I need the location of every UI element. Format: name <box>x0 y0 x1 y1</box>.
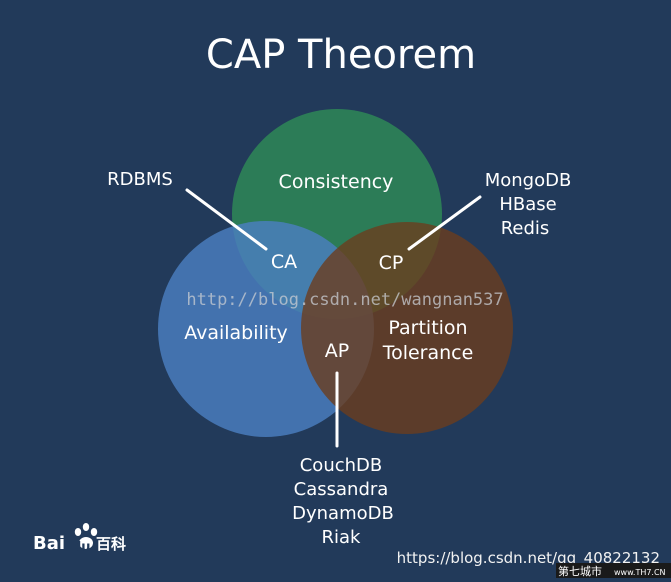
partition-label-line2: Tolerance <box>382 342 474 364</box>
cp-database: Redis <box>501 218 550 239</box>
cp-zone-label: CP <box>379 252 404 274</box>
ca-pointer-line <box>185 188 268 251</box>
cp-database: MongoDB <box>485 170 572 191</box>
site-badge-text: 第七城市 <box>558 564 602 578</box>
ap-zone-label: AP <box>325 340 349 362</box>
cp-database: HBase <box>499 194 556 215</box>
ap-database: DynamoDB <box>292 503 394 524</box>
baidu-brand-left: Bai <box>33 533 65 554</box>
ca-zone-label: CA <box>271 251 297 273</box>
ap-database: Riak <box>322 527 362 548</box>
ap-database: Cassandra <box>294 479 389 500</box>
baidu-logo: Bai du 百科 <box>33 523 126 555</box>
partition-tolerance-circle <box>301 222 513 434</box>
paw-icon <box>74 523 98 549</box>
consistency-label: Consistency <box>279 171 394 193</box>
baidu-brand-cn: 百科 <box>96 535 126 553</box>
availability-label: Availability <box>184 322 288 344</box>
partition-label-line1: Partition <box>388 317 467 339</box>
ca-database: RDBMS <box>107 169 173 190</box>
cp-pointer-line <box>407 195 482 251</box>
baidu-brand-right: du <box>72 540 91 555</box>
site-badge-bg <box>556 563 671 578</box>
site-badge-small: www.TH7.CN <box>614 568 666 577</box>
page-title: CAP Theorem <box>206 32 476 78</box>
watermark: http://blog.csdn.net/wangnan537 <box>186 290 503 310</box>
ap-database: CouchDB <box>300 455 383 476</box>
